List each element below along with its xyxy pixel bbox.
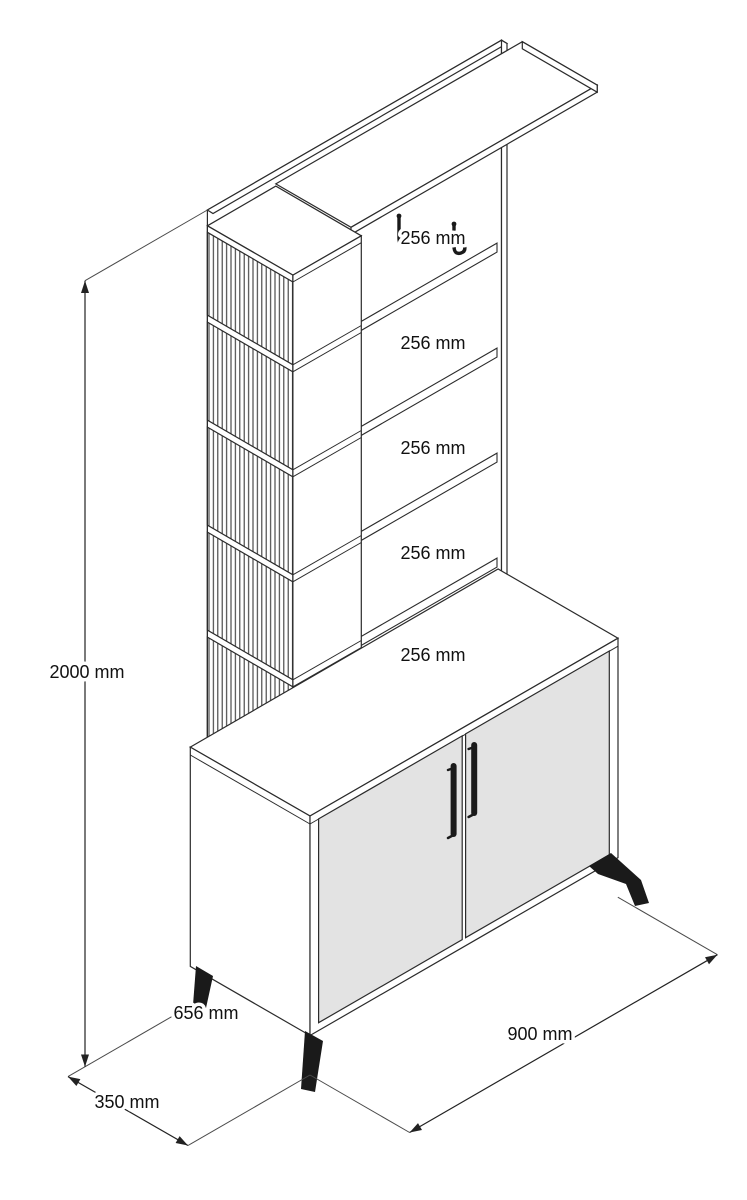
extension-line-width-right bbox=[617, 896, 718, 956]
extension-line-top-left bbox=[84, 209, 208, 282]
label-width: 900 mm bbox=[507, 1024, 572, 1044]
arrowhead-width-left bbox=[409, 1123, 422, 1133]
door-left bbox=[318, 734, 463, 1024]
extension-line-bottom-left bbox=[67, 1005, 191, 1078]
open-shelves bbox=[349, 242, 498, 653]
coat-hook-2 bbox=[451, 221, 467, 256]
arrowheads bbox=[68, 280, 718, 1146]
leg-back-left bbox=[193, 966, 213, 1008]
column-shelf-edges bbox=[292, 242, 362, 688]
label-gap-1: 256 mm bbox=[400, 228, 465, 248]
extension-line-width-left bbox=[309, 1074, 410, 1133]
door-handle-left bbox=[446, 763, 457, 840]
label-depth: 350 mm bbox=[94, 1092, 159, 1112]
label-gap-4: 256 mm bbox=[400, 543, 465, 563]
label-gap-5: 256 mm bbox=[400, 645, 465, 665]
arrowhead-height-top bbox=[81, 280, 89, 293]
dim-line-depth bbox=[67, 1076, 189, 1147]
dim-line-width bbox=[409, 954, 718, 1134]
coat-hooks bbox=[396, 213, 467, 256]
label-height-total: 2000 mm bbox=[49, 662, 124, 682]
leg-front-right bbox=[589, 853, 649, 906]
arrowhead-height-bottom bbox=[81, 1054, 89, 1067]
dimension-lines bbox=[67, 209, 718, 1147]
arrowhead-depth-right bbox=[175, 1136, 188, 1146]
label-gap-3: 256 mm bbox=[400, 438, 465, 458]
label-cabinet-height: 656 mm bbox=[173, 1003, 238, 1023]
label-gap-2: 256 mm bbox=[400, 333, 465, 353]
arrowhead-width-right bbox=[705, 954, 718, 965]
coat-hook-1 bbox=[396, 213, 412, 248]
lower-cabinet bbox=[189, 568, 620, 1037]
leg-front-left bbox=[301, 1031, 323, 1092]
top-shelf-right-edge bbox=[521, 40, 598, 94]
arrowhead-depth-left bbox=[68, 1076, 81, 1086]
extension-line-front-left bbox=[187, 1074, 311, 1146]
extension-lines bbox=[67, 209, 718, 1146]
dim-lines bbox=[67, 280, 718, 1147]
door-handle-right bbox=[467, 742, 478, 819]
dimension-labels: 256 mm 256 mm 256 mm 256 mm 256 mm 2000 … bbox=[46, 225, 576, 1116]
